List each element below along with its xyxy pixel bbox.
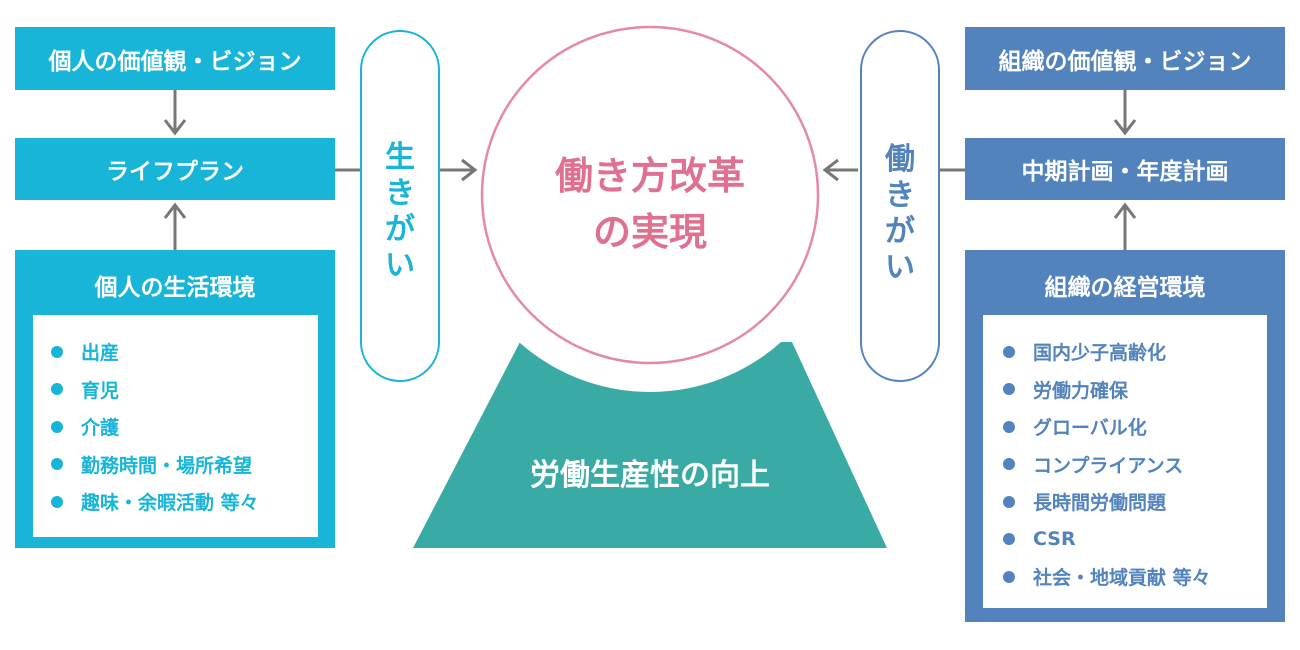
bullet-icon — [51, 495, 63, 508]
bullet-icon — [51, 345, 63, 358]
org-environment-list: 国内少子高齢化 労働力確保 グローバル化 コンプライアンス 長時間労働問題 CS… — [983, 315, 1267, 608]
list-item: 社会・地域貢献 等々 — [1003, 558, 1267, 596]
org-vision-label: 組織の価値観・ビジョン — [998, 48, 1252, 75]
list-item-label: 国内少子高齢化 — [1033, 342, 1167, 365]
arrowhead-left-down — [163, 119, 187, 136]
list-item: 育児 — [51, 371, 318, 409]
org-environment-title: 組織の経営環境 — [1044, 275, 1206, 301]
list-item: 趣味・余暇活動 等々 — [51, 483, 318, 521]
list-item: 勤務時間・場所希望 — [51, 446, 318, 484]
list-item: 出産 — [51, 333, 318, 371]
life-plan-box: ライフプラン — [15, 138, 335, 200]
list-item-label: 勤務時間・場所希望 — [81, 454, 253, 477]
reform-title-line1: 働き方改革 — [554, 154, 745, 198]
pill-char: 働 — [885, 142, 915, 177]
list-item: 労働力確保 — [1003, 371, 1267, 409]
ikigai-pill: 生きがい — [360, 30, 440, 382]
personal-vision-box: 個人の価値観・ビジョン — [15, 27, 335, 90]
pill-char: が — [885, 214, 915, 249]
pill-char: き — [385, 176, 415, 211]
mid-term-plan-label: 中期計画・年度計画 — [1021, 159, 1229, 185]
bullet-icon — [51, 420, 63, 433]
list-item-label: 出産 — [81, 342, 120, 365]
hatarakigai-pill: 働きがい — [860, 30, 940, 382]
reform-title-line2: の実現 — [592, 210, 707, 254]
pill-char: が — [385, 212, 415, 247]
bullet-icon — [1003, 345, 1015, 358]
personal-environment-list: 出産 育児 介護 勤務時間・場所希望 趣味・余暇活動 等々 — [33, 315, 318, 537]
list-item: 国内少子高齢化 — [1003, 333, 1267, 371]
arrowhead-left-up — [163, 202, 187, 219]
pill-char: い — [385, 248, 415, 283]
list-item-label: コンプライアンス — [1033, 454, 1184, 477]
org-vision-box: 組織の価値観・ビジョン — [965, 27, 1285, 90]
reform-circle — [480, 25, 820, 365]
productivity-trapezoid — [413, 342, 887, 548]
bullet-icon — [1003, 458, 1015, 471]
arrowhead-right-down — [1113, 119, 1137, 136]
mid-term-plan-box: 中期計画・年度計画 — [965, 138, 1285, 200]
list-item: グローバル化 — [1003, 408, 1267, 446]
list-item: 長時間労働問題 — [1003, 483, 1267, 521]
productivity-label: 労働生産性の向上 — [530, 458, 770, 493]
bullet-icon — [1003, 495, 1015, 508]
list-item-label: 趣味・余暇活動 等々 — [81, 492, 259, 515]
list-item-label: グローバル化 — [1033, 417, 1147, 440]
bullet-icon — [51, 458, 63, 471]
arrowhead-left-to-circle — [461, 158, 478, 182]
list-item-label: CSR — [1033, 528, 1076, 551]
life-plan-label: ライフプラン — [106, 159, 244, 185]
pill-char: 生 — [385, 140, 415, 175]
list-item: 介護 — [51, 408, 318, 446]
bullet-icon — [1003, 570, 1015, 583]
list-item: CSR — [1003, 521, 1267, 559]
arrowhead-right-to-circle — [822, 158, 839, 182]
list-item-label: 育児 — [81, 379, 120, 402]
reform-title: 働き方改革 の実現 — [500, 148, 800, 260]
bullet-icon — [51, 383, 63, 396]
list-item: コンプライアンス — [1003, 446, 1267, 484]
pill-char: き — [885, 178, 915, 213]
list-item-label: 社会・地域貢献 等々 — [1033, 567, 1211, 590]
arrowhead-right-up — [1113, 202, 1137, 219]
bullet-icon — [1003, 383, 1015, 396]
list-item-label: 長時間労働問題 — [1033, 492, 1167, 515]
personal-vision-label: 個人の価値観・ビジョン — [48, 48, 302, 75]
bullet-icon — [1003, 420, 1015, 433]
pill-char: い — [885, 250, 915, 285]
personal-environment-title: 個人の生活環境 — [94, 275, 256, 301]
list-item-label: 介護 — [81, 417, 120, 440]
bullet-icon — [1003, 533, 1015, 546]
list-item-label: 労働力確保 — [1033, 379, 1129, 402]
